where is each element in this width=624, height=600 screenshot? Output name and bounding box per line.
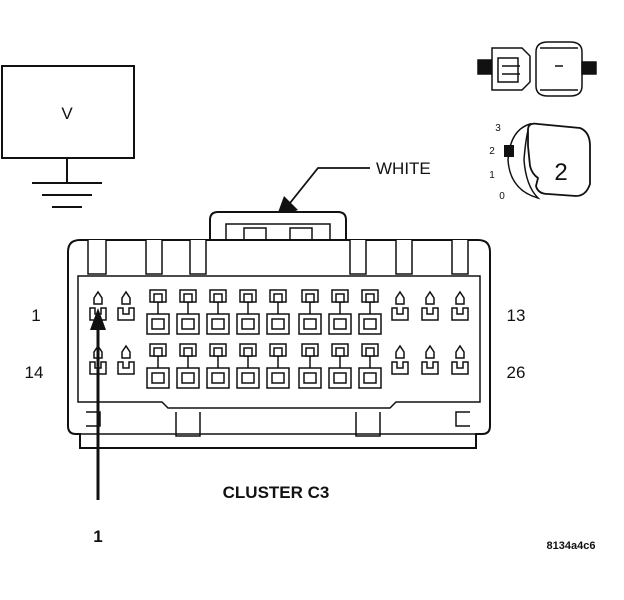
- position-step-0: 0: [499, 191, 505, 202]
- position-step-2: 2: [489, 146, 495, 157]
- terminal-cavity: [451, 290, 469, 321]
- knob-position-value: 2: [554, 159, 567, 186]
- terminal-cavity: [328, 289, 352, 335]
- terminal-cavity: [266, 343, 290, 389]
- pin-label-1: 1: [31, 306, 40, 325]
- terminal-cavity: [146, 343, 170, 389]
- ground-icon: [32, 182, 102, 208]
- pin-callout-arrow: [90, 308, 106, 500]
- pin-label-13: 13: [507, 306, 526, 325]
- terminal-cavity: [298, 343, 322, 389]
- terminal-cavity: [421, 290, 439, 321]
- terminal-cavity: [391, 344, 409, 375]
- position-step-3: 3: [495, 123, 501, 134]
- terminal-cavity: [358, 343, 382, 389]
- position-indicator: 3 2 1 0 2: [489, 122, 591, 202]
- figure-code: 8134a4c6: [547, 540, 596, 552]
- terminal-cavity: [421, 344, 439, 375]
- knob-marker: [504, 145, 514, 157]
- terminal-cavity: [176, 289, 200, 335]
- terminal-cavity: [236, 343, 260, 389]
- connector-side-icon: [477, 41, 597, 97]
- terminal-cavity: [236, 289, 260, 335]
- terminal-cavity: [176, 343, 200, 389]
- knob-face: [527, 122, 591, 197]
- connector-title: CLUSTER C3: [223, 483, 330, 502]
- terminal-cavity: [298, 289, 322, 335]
- pin-label-14: 14: [25, 363, 44, 382]
- pin-callout-label: 1: [93, 527, 102, 546]
- terminal-cavity: [117, 344, 135, 375]
- voltmeter: V: [1, 65, 135, 208]
- terminal-cavity: [206, 343, 230, 389]
- terminal-cavity: [451, 344, 469, 375]
- terminal-cavity: [206, 289, 230, 335]
- knob-body: [507, 122, 541, 200]
- voltmeter-box: [1, 65, 135, 159]
- voltmeter-label: V: [61, 104, 73, 123]
- position-step-1: 1: [489, 170, 495, 181]
- wire-callout: WHITE: [276, 159, 431, 218]
- terminal-cavity: [391, 290, 409, 321]
- terminal-cavity: [117, 290, 135, 321]
- wire-color-label: WHITE: [376, 159, 431, 178]
- terminal-cavity: [358, 289, 382, 335]
- pin-label-26: 26: [507, 363, 526, 382]
- terminal-cavity: [328, 343, 352, 389]
- terminal-cavity: [266, 289, 290, 335]
- terminal-cavity: [146, 289, 170, 335]
